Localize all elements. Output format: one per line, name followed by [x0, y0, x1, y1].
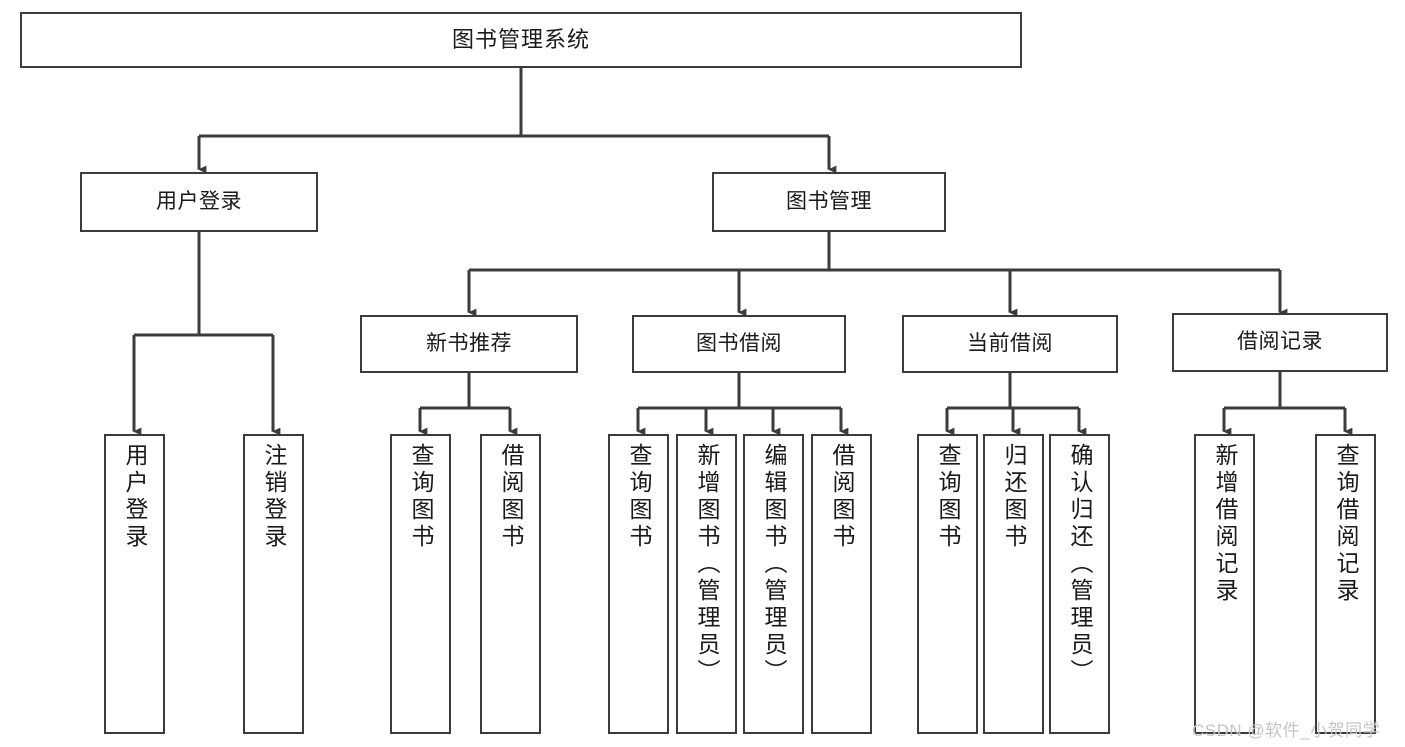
node-leaf-edit-book[interactable]: 编辑图书（管理员） — [743, 434, 804, 734]
node-current-borrow[interactable]: 当前借阅 — [902, 315, 1118, 373]
node-leaf-return[interactable]: 归还图书 — [983, 434, 1044, 734]
node-leaf-query-1[interactable]: 查询图书 — [390, 434, 451, 734]
node-label-root: 图书管理系统 — [451, 27, 590, 53]
node-label-book-borrow: 图书借阅 — [696, 331, 782, 355]
node-label-leaf-add-rec: 新增借阅记录 — [1212, 443, 1238, 605]
node-label-borrow-record: 借阅记录 — [1237, 330, 1323, 354]
node-leaf-query-3[interactable]: 查询图书 — [917, 434, 978, 734]
node-leaf-borrow-2[interactable]: 借阅图书 — [811, 434, 872, 734]
node-new-book-rec[interactable]: 新书推荐 — [360, 315, 578, 373]
node-label-leaf-logout: 注销登录 — [261, 443, 287, 551]
node-root[interactable]: 图书管理系统 — [20, 12, 1022, 68]
node-label-new-book-rec: 新书推荐 — [426, 331, 512, 355]
node-label-current-borrow: 当前借阅 — [967, 331, 1053, 355]
node-label-leaf-query-3: 查询图书 — [935, 443, 961, 551]
node-user-login[interactable]: 用户登录 — [80, 172, 318, 232]
node-label-leaf-borrow-2: 借阅图书 — [829, 443, 855, 551]
node-label-leaf-edit-book: 编辑图书（管理员） — [761, 443, 787, 686]
node-label-leaf-query-rec: 查询借阅记录 — [1333, 443, 1359, 605]
node-label-book-manage: 图书管理 — [786, 189, 872, 213]
node-leaf-borrow-1[interactable]: 借阅图书 — [480, 434, 541, 734]
node-label-leaf-user-login: 用户登录 — [122, 443, 148, 551]
node-leaf-add-book[interactable]: 新增图书（管理员） — [676, 434, 737, 734]
node-leaf-user-login[interactable]: 用户登录 — [104, 434, 165, 734]
node-book-manage[interactable]: 图书管理 — [712, 172, 946, 232]
node-leaf-logout[interactable]: 注销登录 — [243, 434, 304, 734]
node-leaf-query-2[interactable]: 查询图书 — [608, 434, 669, 734]
csdn-watermark: CSDN @软件_小贺同学 — [1192, 721, 1381, 740]
node-label-user-login: 用户登录 — [156, 189, 242, 213]
node-leaf-confirm[interactable]: 确认归还（管理员） — [1049, 434, 1110, 734]
node-label-leaf-confirm: 确认归还（管理员） — [1067, 443, 1093, 686]
node-leaf-add-rec[interactable]: 新增借阅记录 — [1194, 434, 1255, 734]
node-label-leaf-borrow-1: 借阅图书 — [498, 443, 524, 551]
node-borrow-record[interactable]: 借阅记录 — [1172, 313, 1388, 372]
node-label-leaf-return: 归还图书 — [1001, 443, 1027, 551]
node-label-leaf-add-book: 新增图书（管理员） — [694, 443, 720, 686]
node-leaf-query-rec[interactable]: 查询借阅记录 — [1315, 434, 1376, 734]
node-label-leaf-query-1: 查询图书 — [408, 443, 434, 551]
node-book-borrow[interactable]: 图书借阅 — [632, 315, 846, 373]
node-label-leaf-query-2: 查询图书 — [626, 443, 652, 551]
